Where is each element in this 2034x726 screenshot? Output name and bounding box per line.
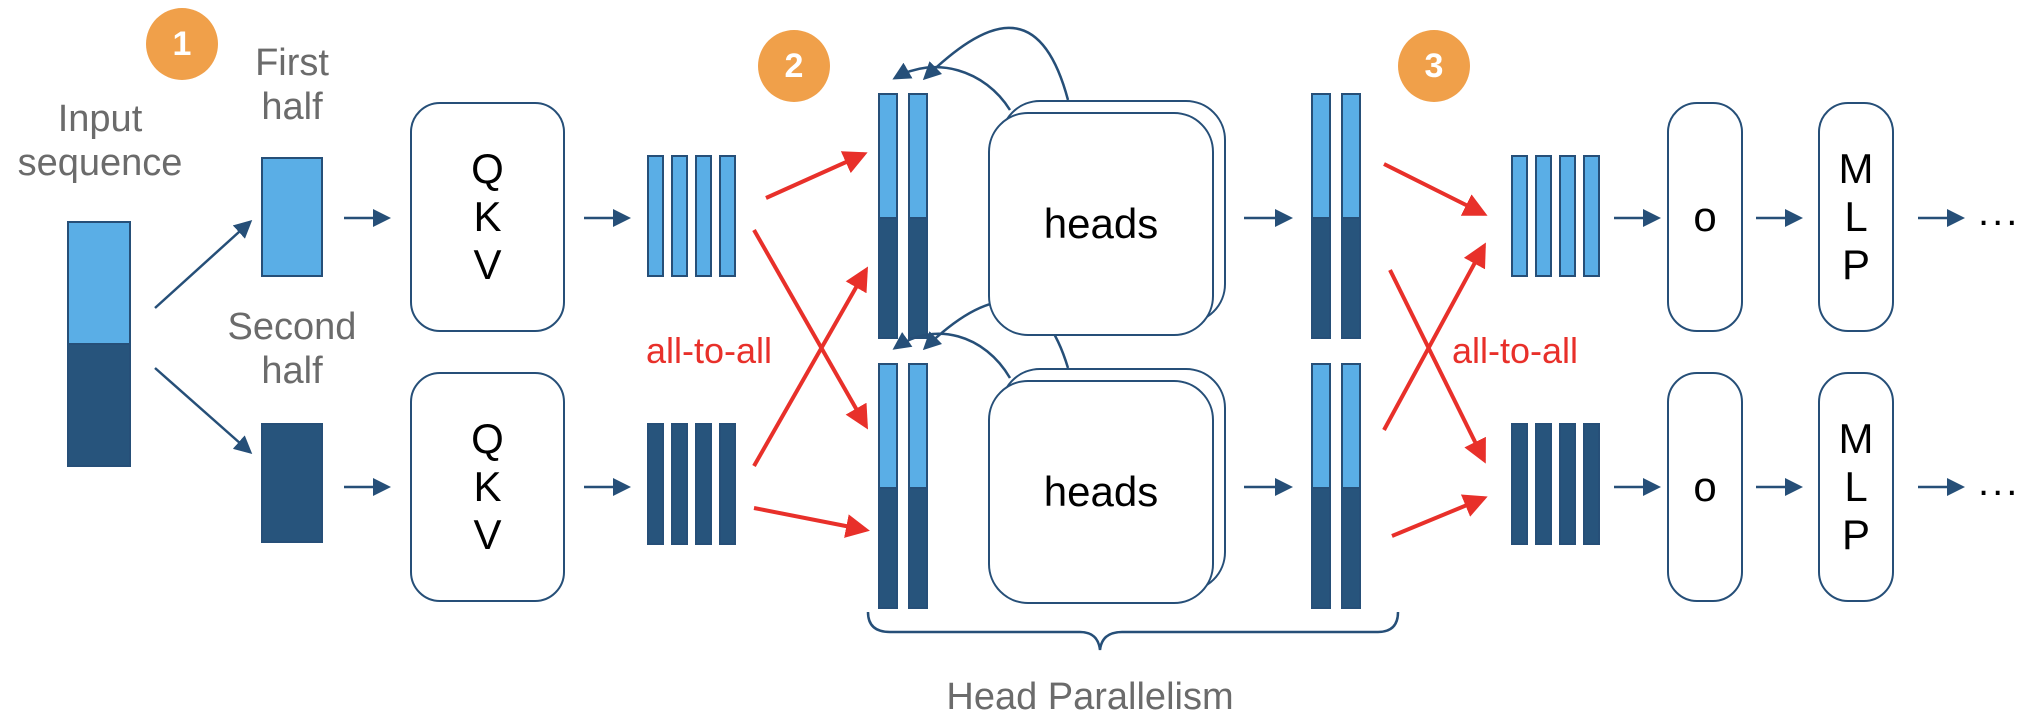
all-to-all-arrow-2 <box>752 229 868 430</box>
head-parallelism-brace <box>866 611 1400 651</box>
second-half-block <box>261 423 323 543</box>
feedback-arrow-top-2 <box>922 26 1070 101</box>
all-to-all-arrow-8 <box>1391 494 1488 538</box>
mlp-m: M <box>1838 144 1874 192</box>
attn-bar-bottom-2 <box>1535 423 1552 545</box>
qkv-box-top: Q K V <box>410 102 565 332</box>
all-to-all-arrow-1 <box>765 151 868 200</box>
head-bar-top-2b <box>908 217 928 339</box>
qkv-v: V <box>473 511 502 559</box>
qkv-bar-top-4 <box>719 155 736 277</box>
head-bar-bottom-2a <box>908 363 928 489</box>
attn-bar-top-1 <box>1511 155 1528 277</box>
attn-bar-top-4 <box>1583 155 1600 277</box>
all-to-all-arrow-3 <box>752 266 868 467</box>
head-bar-top-2a <box>908 93 928 219</box>
first-half-label: First half <box>255 42 329 128</box>
qkv-bar-bottom-3 <box>695 423 712 545</box>
qkv-bar-bottom-4 <box>719 423 736 545</box>
head-bar-bottom-1a <box>878 363 898 489</box>
qkv-bar-top-1 <box>647 155 664 277</box>
qkv-bar-top-2 <box>671 155 688 277</box>
mlp-l: L <box>1844 192 1868 240</box>
feedback-arrow-bottom-1 <box>892 332 1012 379</box>
qkv-k: K <box>473 192 502 240</box>
out-bar-top-2a <box>1341 93 1361 219</box>
output-projection-box-top: o <box>1667 102 1743 332</box>
out-bar-bottom-1a <box>1311 363 1331 489</box>
all-to-all-arrow-7 <box>1382 242 1486 431</box>
mlp-l: L <box>1844 462 1868 510</box>
all-to-all-arrow-6 <box>1388 269 1486 464</box>
attn-bar-bottom-3 <box>1559 423 1576 545</box>
out-bar-top-2b <box>1341 217 1361 339</box>
out-bar-bottom-2a <box>1341 363 1361 489</box>
qkv-q: Q <box>471 144 504 192</box>
input-sequence-label: Input sequence <box>17 98 183 184</box>
first-half-block <box>261 157 323 277</box>
all-to-all-label-right: all-to-all <box>1452 330 1579 371</box>
head-bar-top-1a <box>878 93 898 219</box>
feedback-arrow-top-1 <box>892 62 1012 111</box>
qkv-v: V <box>473 241 502 289</box>
step-3-badge: 3 <box>1398 30 1470 102</box>
mlp-p: P <box>1841 511 1870 559</box>
out-bar-top-1a <box>1311 93 1331 219</box>
out-bar-bottom-1b <box>1311 487 1331 609</box>
mlp-box-bottom: M L P <box>1818 372 1894 602</box>
all-to-all-label-left: all-to-all <box>646 330 773 371</box>
qkv-bar-top-3 <box>695 155 712 277</box>
second-half-label: Second half <box>227 306 357 392</box>
attn-bar-top-2 <box>1535 155 1552 277</box>
out-bar-top-1b <box>1311 217 1331 339</box>
attn-bar-top-3 <box>1559 155 1576 277</box>
out-bar-bottom-2b <box>1341 487 1361 609</box>
heads-stack-bottom: heads <box>988 368 1228 604</box>
step-2-badge: 2 <box>758 30 830 102</box>
continuation-ellipsis-top: ... <box>1978 190 2021 234</box>
qkv-k: K <box>473 462 502 510</box>
all-to-all-arrow-4 <box>753 506 870 538</box>
qkv-box-bottom: Q K V <box>410 372 565 602</box>
heads-card-front: heads <box>988 380 1214 604</box>
head-bar-top-1b <box>878 217 898 339</box>
input-sequence-bottom <box>67 343 131 467</box>
mlp-m: M <box>1838 414 1874 462</box>
qkv-bar-bottom-1 <box>647 423 664 545</box>
mlp-box-top: M L P <box>1818 102 1894 332</box>
heads-card-front: heads <box>988 112 1214 336</box>
input-sequence-top <box>67 221 131 345</box>
step-1-badge: 1 <box>146 8 218 80</box>
split-arrow-bottom <box>154 367 253 454</box>
attn-bar-bottom-1 <box>1511 423 1528 545</box>
attn-bar-bottom-4 <box>1583 423 1600 545</box>
continuation-ellipsis-bottom: ... <box>1978 460 2021 504</box>
head-parallelism-label: Head Parallelism <box>946 676 1234 718</box>
mlp-p: P <box>1841 241 1870 289</box>
all-to-all-arrow-5 <box>1383 162 1488 216</box>
qkv-bar-bottom-2 <box>671 423 688 545</box>
output-projection-box-bottom: o <box>1667 372 1743 602</box>
heads-stack-top: heads <box>988 100 1228 336</box>
split-arrow-top <box>154 219 253 309</box>
head-bar-bottom-1b <box>878 487 898 609</box>
head-bar-bottom-2b <box>908 487 928 609</box>
qkv-q: Q <box>471 414 504 462</box>
